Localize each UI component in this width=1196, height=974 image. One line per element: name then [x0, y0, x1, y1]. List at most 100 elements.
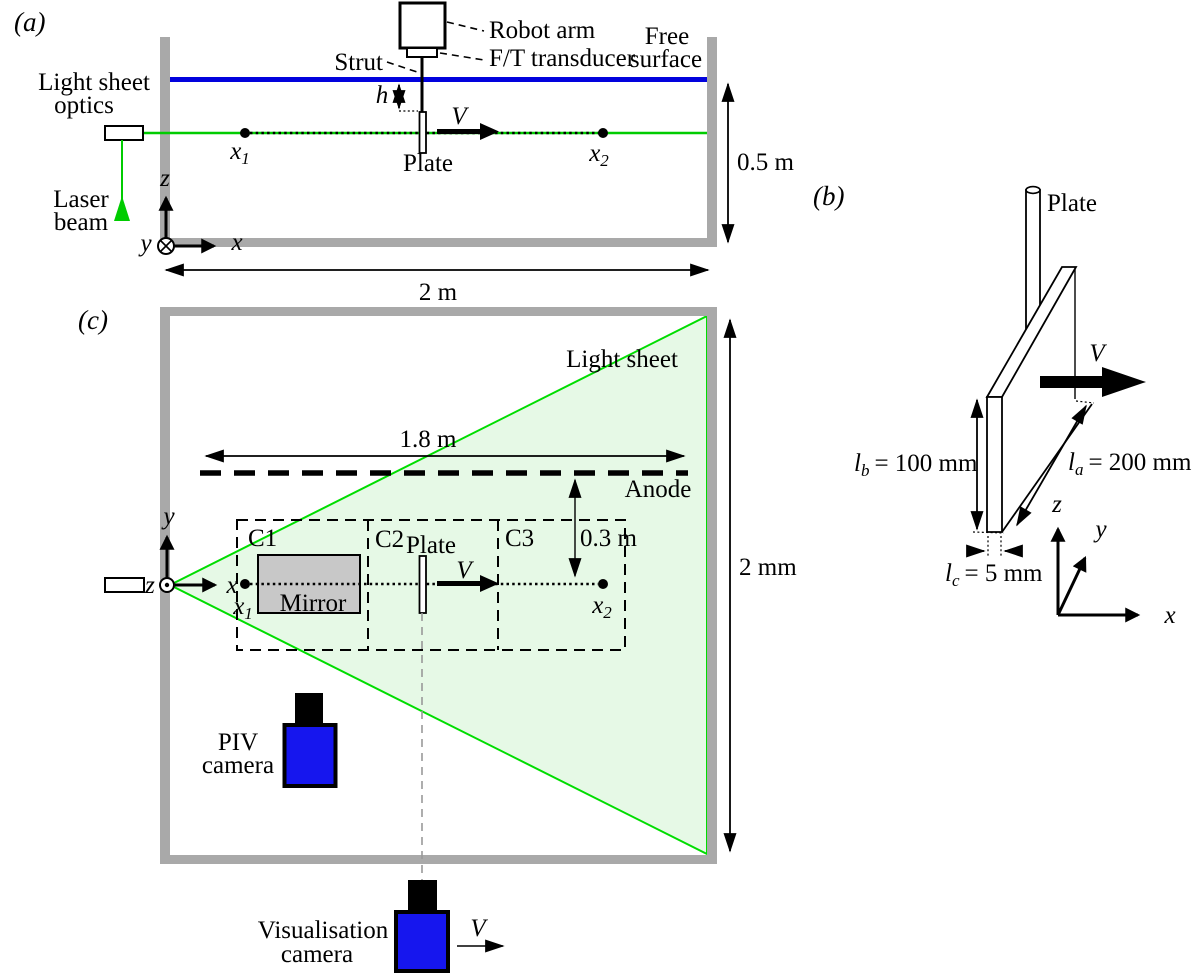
- x2-sym-a: x: [588, 140, 600, 167]
- free-surface-line: [170, 77, 707, 82]
- free-surface-label-2: surface: [630, 46, 702, 73]
- x2-sub-a: 2: [600, 151, 609, 170]
- ft-transducer-label: F/T transducer: [489, 45, 636, 72]
- piv-camera-label-1: PIV: [218, 729, 258, 756]
- tank-c-right-wall: [707, 307, 717, 864]
- plate-3d-corner-dotted: [1075, 400, 1095, 404]
- free-surface-label-1: Free: [645, 23, 689, 50]
- vis-camera-label-2: camera: [281, 941, 353, 968]
- strut-leader: [386, 61, 418, 73]
- laser-beam-arrow-icon: [114, 196, 130, 221]
- ft-transducer-leader: [439, 52, 485, 61]
- zone-c2-label: C2: [375, 526, 404, 553]
- la-eq: = 200 mm: [1088, 449, 1192, 476]
- plate-a: [418, 111, 427, 154]
- tank-a-bottom-wall: [160, 238, 717, 247]
- tank-a-right-wall: [707, 37, 717, 247]
- la-sub: a: [1075, 460, 1084, 479]
- la-dimension-arrow: [1016, 404, 1087, 527]
- lb-bottom-dotted: [972, 531, 1005, 534]
- x1-label-c: x1: [232, 593, 253, 623]
- plate-rod-top: [1025, 185, 1041, 195]
- x1-sym-a: x: [229, 138, 241, 165]
- piv-camera-body-icon: [282, 723, 338, 788]
- light-sheet-label: Light sheet: [566, 346, 678, 373]
- laser-beam-label-2: beam: [54, 209, 109, 236]
- strut-label: Strut: [334, 49, 383, 76]
- x1-point-c: [240, 579, 250, 589]
- x1-sub-c: 1: [244, 604, 253, 623]
- depth-dimension-label: 0.5 m: [737, 149, 795, 176]
- plate-3d-left-edge: [986, 396, 1003, 533]
- lb-label: lb= 100 mm: [854, 450, 978, 480]
- lc-label: lc = 5 mm: [945, 560, 1043, 590]
- tank-a-left-wall: [160, 37, 170, 247]
- x-axis-label-c: x: [225, 572, 237, 599]
- velocity-label-b: V: [1089, 340, 1107, 367]
- x1-point-a: [240, 128, 250, 138]
- z-axis-label-b: z: [1051, 491, 1062, 518]
- panel-c-tag: (c): [78, 305, 108, 335]
- light-sheet-optics-label-2: optics: [54, 92, 114, 119]
- tank-width-label: 2 mm: [739, 554, 797, 581]
- piv-camera-lens-icon: [295, 693, 323, 725]
- lb-eq: = 100 mm: [874, 450, 978, 477]
- y-into-page-cross-2: [159, 239, 173, 253]
- x2-sym-c: x: [591, 592, 603, 619]
- x2-point-a: [598, 128, 608, 138]
- robot-arm-label: Robot arm: [489, 17, 596, 44]
- la-label: la= 200 mm: [1068, 449, 1192, 479]
- vis-camera-body-icon: [394, 910, 450, 973]
- vis-camera-lens-icon: [408, 880, 437, 912]
- panel-a-tag: (a): [14, 7, 45, 37]
- x2-label-c: x2: [591, 592, 612, 622]
- velocity-label-a: V: [451, 103, 469, 130]
- x1-sub-a: 1: [241, 149, 250, 168]
- x2-label-a: x2: [588, 140, 609, 170]
- x2-point-c: [598, 579, 608, 589]
- tank-c-top-wall: [160, 307, 717, 316]
- lc-eq: = 5 mm: [965, 560, 1044, 587]
- y-axis-label-c: y: [160, 503, 175, 530]
- robot-arm-box: [398, 1, 447, 50]
- x1-sym-c: x: [232, 593, 244, 620]
- x1-label-a: x1: [229, 138, 250, 168]
- vis-camera-label-1: Visualisation: [258, 917, 389, 944]
- velocity-arrow-c: [437, 575, 499, 592]
- vis-velocity-label: V: [470, 915, 488, 942]
- lc-sub: c: [952, 571, 960, 590]
- lb-sub: b: [861, 461, 870, 480]
- anode-length-label: 1.8 m: [400, 426, 458, 453]
- piv-camera-label-2: camera: [202, 752, 274, 779]
- panel-b-tag: (b): [813, 181, 844, 211]
- anode-label: Anode: [625, 476, 692, 503]
- lb-sym: l: [854, 450, 861, 477]
- light-sheet-optics-box: [104, 125, 144, 141]
- la-sym: l: [1068, 449, 1075, 476]
- plate-label-a: Plate: [403, 150, 453, 177]
- light-sheet-optics-box-c: [104, 577, 145, 593]
- anode-offset-label: 0.3 m: [580, 525, 638, 552]
- x-axis-label-a: x: [230, 229, 242, 256]
- x2-sub-c: 2: [603, 603, 612, 622]
- y-axis-b: [1056, 555, 1087, 616]
- plate-c: [418, 555, 427, 614]
- lc-sym: l: [945, 560, 952, 587]
- robot-arm-leader: [446, 21, 485, 32]
- h-label: h: [376, 82, 389, 109]
- ft-transducer-box: [406, 47, 438, 58]
- z-axis-label-a: z: [159, 165, 170, 192]
- plate-label-c: Plate: [406, 532, 456, 559]
- z-axis-label-c: z: [144, 572, 155, 599]
- tank-c-bottom-wall: [160, 855, 717, 864]
- y-axis-label-b: y: [1092, 516, 1107, 543]
- velocity-arrow-a: [437, 123, 499, 140]
- x-axis-label-b: x: [1163, 602, 1175, 629]
- mirror-label: Mirror: [280, 590, 347, 617]
- zone-c1-label: C1: [248, 525, 277, 552]
- light-sheet-optics-label-1: Light sheet: [38, 69, 150, 96]
- plate-label-b: Plate: [1047, 190, 1097, 217]
- velocity-label-c: V: [456, 557, 474, 584]
